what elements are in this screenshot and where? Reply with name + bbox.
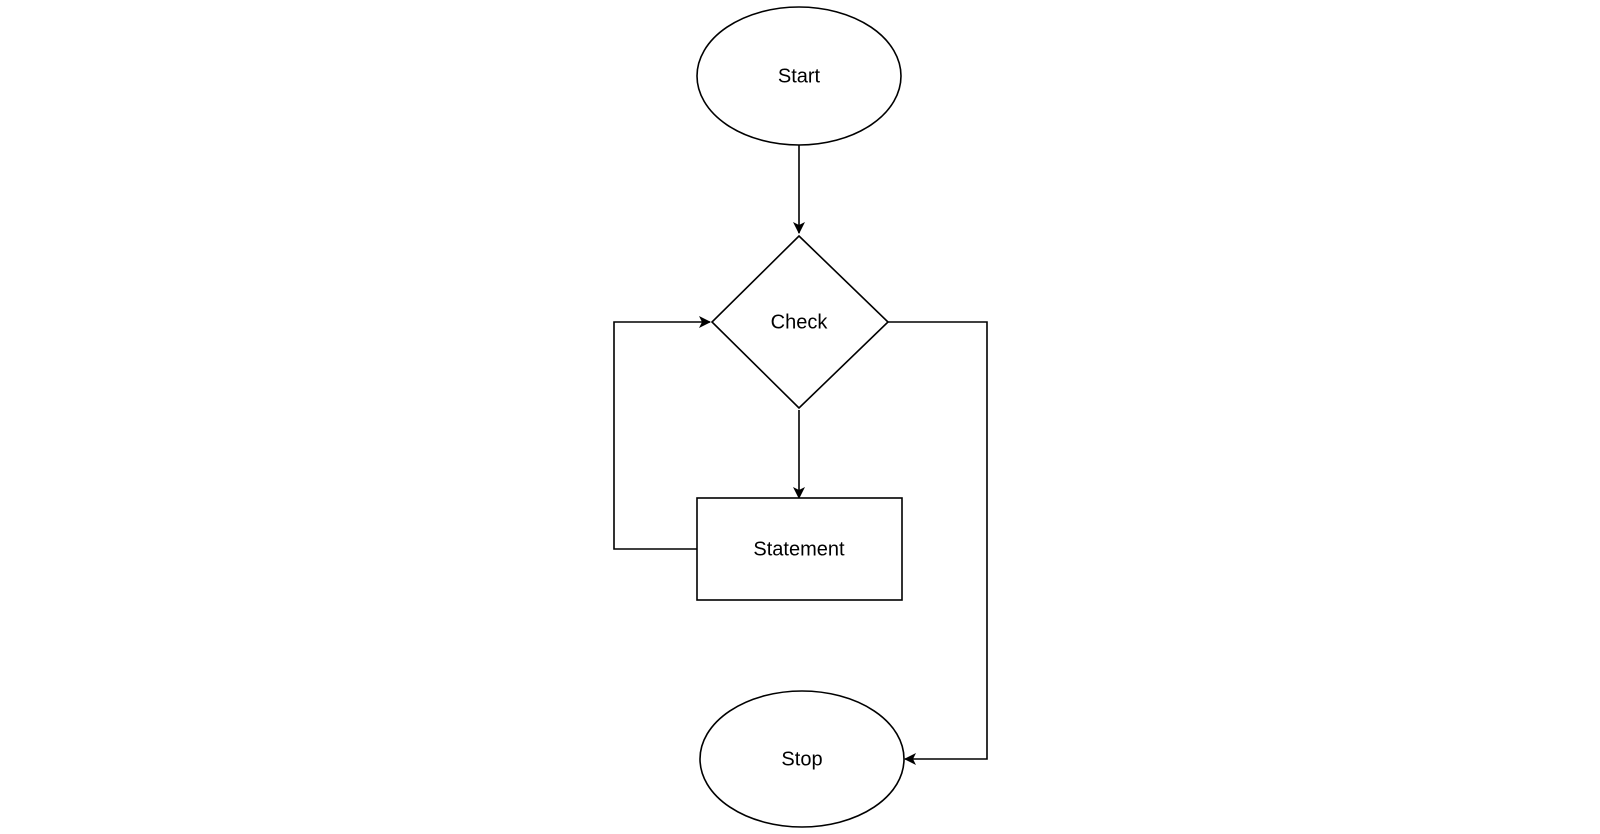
node-statement[interactable]: Statement [696, 497, 903, 601]
node-start[interactable]: Start [696, 6, 902, 146]
stop-label: Stop [781, 748, 822, 770]
node-check[interactable]: Check [710, 234, 890, 410]
start-ellipse [696, 6, 902, 146]
stop-ellipse [699, 690, 905, 828]
edge-statement-loop-to-check [613, 316, 711, 550]
node-stop[interactable]: Stop [699, 690, 905, 828]
statement-rect [696, 497, 903, 601]
edges [613, 145, 988, 765]
statement-label: Statement [753, 538, 845, 560]
check-diamond [710, 234, 890, 410]
edge-check-to-stop [888, 321, 988, 765]
check-label: Check [771, 311, 829, 333]
start-label: Start [778, 65, 821, 87]
